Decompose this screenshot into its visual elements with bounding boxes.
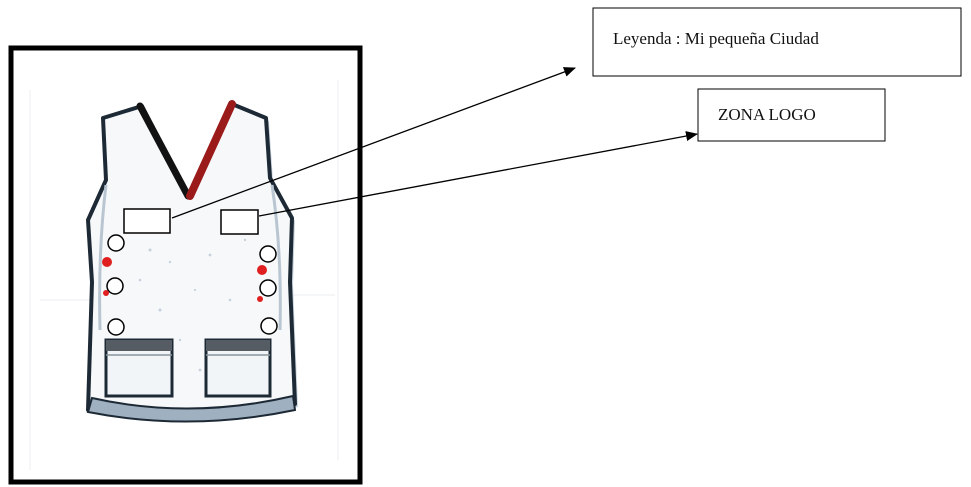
logo-arrow bbox=[258, 131, 698, 217]
legend-arrow bbox=[171, 67, 576, 219]
vest-seam-left bbox=[98, 184, 108, 331]
logo-zone-label: ZONA LOGO bbox=[718, 105, 816, 124]
vest-texture bbox=[138, 238, 247, 372]
background-texture bbox=[29, 80, 339, 470]
button-circle bbox=[106, 277, 124, 295]
button-accent bbox=[103, 290, 109, 296]
right-chest-rectangle bbox=[220, 209, 259, 235]
vest-illustration bbox=[86, 100, 298, 423]
vest-seam-right bbox=[270, 184, 282, 331]
collar-right-stripe bbox=[186, 100, 236, 200]
right-pocket bbox=[204, 338, 272, 398]
button-circle bbox=[260, 317, 278, 335]
left-buttons bbox=[102, 234, 125, 336]
right-buttons bbox=[257, 245, 278, 335]
legend-label: Leyenda : Mi pequeña Ciudad bbox=[613, 29, 819, 48]
logo-zone-box bbox=[697, 88, 886, 142]
button-accent bbox=[257, 296, 263, 302]
button-circle bbox=[259, 279, 277, 297]
vest-hem bbox=[86, 394, 297, 423]
left-pocket bbox=[104, 338, 174, 398]
collar-left-stripe bbox=[136, 102, 192, 200]
left-chest-rectangle bbox=[123, 208, 171, 234]
button-accent bbox=[257, 265, 267, 275]
legend-box bbox=[592, 7, 962, 77]
button-circle bbox=[259, 245, 277, 263]
button-circle bbox=[107, 234, 125, 252]
button-circle bbox=[107, 318, 125, 336]
button-accent bbox=[102, 257, 112, 267]
